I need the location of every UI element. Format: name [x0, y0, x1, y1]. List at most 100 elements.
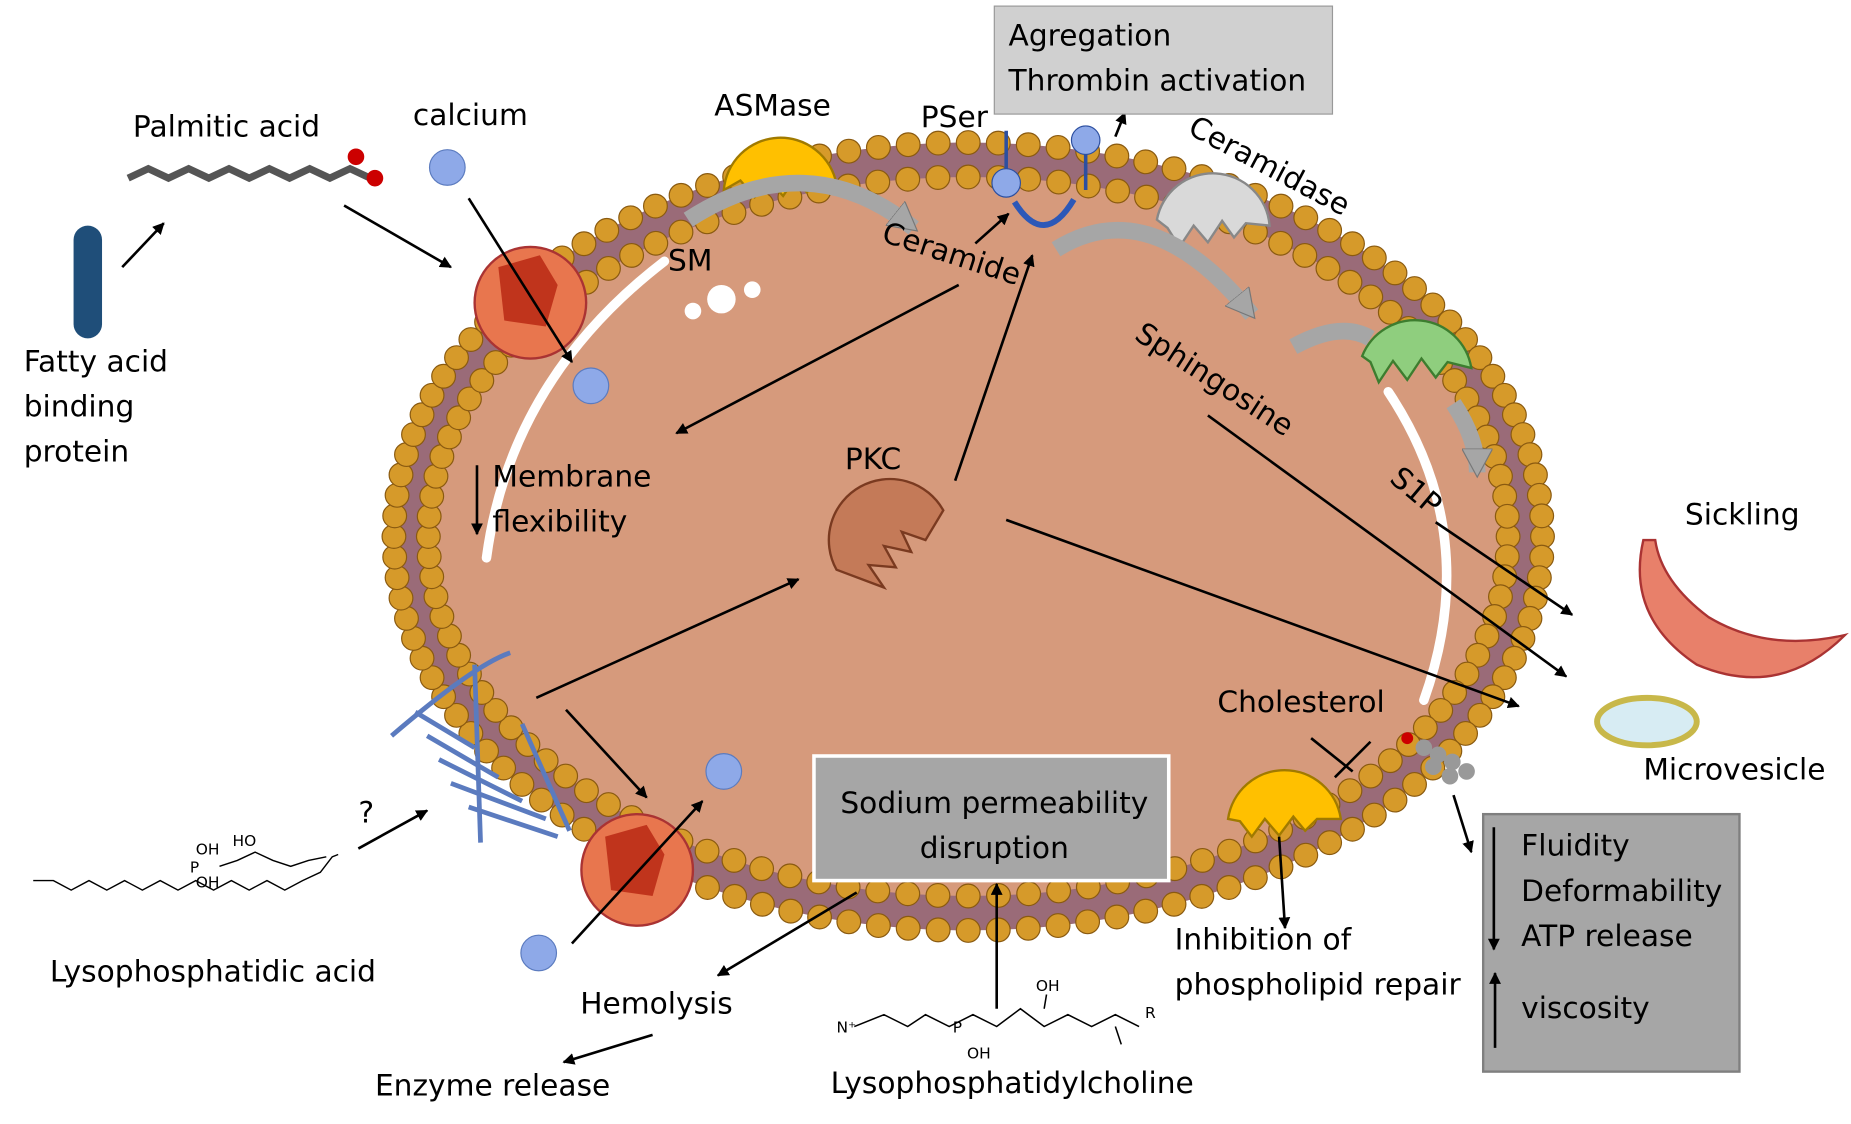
phospholipid-head [778, 898, 804, 924]
phospholipid-head [384, 565, 410, 591]
label-fabp-3: protein [24, 434, 129, 469]
phospholipid-head [528, 787, 554, 813]
phospholipid-head [1337, 269, 1363, 295]
phospholipid-head [895, 166, 921, 192]
phospholipid-head [384, 482, 410, 508]
arrow-receptor-to-pkc [535, 578, 800, 700]
arrow-enzyme-to-inhibition [1277, 836, 1291, 930]
phospholipid-head [1491, 665, 1517, 691]
label-sickling: Sickling [1685, 497, 1800, 532]
ceramidase-conversion-arrow [1051, 221, 1259, 320]
lpa-oh-2: OH [196, 874, 220, 892]
phospholipid-head [1442, 680, 1468, 705]
phospholipid-head [643, 230, 669, 256]
phospholipid-head [1075, 909, 1101, 935]
phospholipid-head [1358, 284, 1384, 310]
phospholipid-head [865, 878, 891, 904]
arrow-ceramide-to-membrane [675, 283, 960, 435]
thrombin-text: Thrombin activation [1008, 62, 1307, 97]
phospholipid-head [574, 778, 599, 804]
phospholipid-head [1161, 891, 1187, 917]
lpc-n: N⁺ [837, 1018, 857, 1036]
phospholipid-head [1046, 169, 1072, 195]
phospholipid-head [1494, 503, 1520, 529]
phospholipid-head [1420, 292, 1446, 318]
arrow-calcium-influx [467, 197, 574, 364]
arrow-cholesterol-to-effects [1452, 794, 1474, 854]
phospholipid-head [419, 382, 445, 408]
lpc-oh: OH [1036, 977, 1060, 995]
phospholipid-head [1382, 787, 1408, 813]
lpc-p: P [953, 1018, 962, 1036]
phospholipid-head [1045, 134, 1071, 160]
phospholipid-head [1428, 697, 1454, 723]
phospholipid-head [955, 883, 981, 909]
phospholipid-head [1104, 143, 1130, 169]
phospholipid-head [985, 130, 1011, 156]
label-inhibition-1: Inhibition of [1175, 921, 1352, 956]
effect-viscosity: viscosity [1521, 990, 1650, 1025]
phospholipid-head [721, 847, 747, 873]
phospholipid-head [1216, 838, 1242, 864]
label-asmase: ASMase [714, 87, 831, 122]
label-fabp-2: binding [24, 389, 135, 424]
phospholipid-head [1015, 915, 1041, 941]
phospholipid-head [1491, 382, 1517, 408]
phospholipid-head [456, 386, 482, 412]
pser-molecules [991, 125, 1101, 228]
cytoplasm [428, 176, 1509, 897]
phospholipid-head [986, 882, 1011, 908]
phospholipid-head [1189, 847, 1215, 873]
lpa-receptor [390, 650, 572, 843]
pkc-enzyme [827, 477, 945, 590]
phospholipid-head [596, 792, 621, 818]
phospholipid-head [1046, 878, 1072, 904]
phospholipid-head [1104, 904, 1130, 930]
arrow-fabp-to-palmitic [121, 222, 165, 269]
label-membrane-2: flexibility [492, 504, 627, 539]
phospholipid-head [1529, 503, 1555, 529]
phospholipid-head [694, 838, 720, 864]
phospholipid-head [571, 231, 597, 257]
phospholipid-head [865, 169, 891, 195]
phospholipid-head [469, 368, 495, 393]
phospholipid-head [1402, 276, 1427, 302]
lpc-structure [854, 994, 1140, 1045]
arrow-sodium-to-hemolysis [716, 891, 858, 977]
phospholipid-head [553, 763, 579, 789]
phospholipid-head [509, 771, 535, 797]
phospholipid-head [594, 217, 620, 243]
vesicle [684, 302, 702, 320]
arrow-pser-to-aggregation [1114, 111, 1127, 138]
sphingosine-kinase-enzyme [1360, 318, 1473, 385]
label-membrane-1: Membrane [492, 459, 651, 494]
aggregation-text: Agregation [1009, 17, 1172, 52]
aggregation-box: Agregation Thrombin activation [993, 5, 1334, 115]
label-lpa: Lysophosphatidic acid [50, 953, 376, 988]
fatty-acid-binding-protein-shape [73, 225, 103, 339]
phospholipid-head [444, 345, 469, 371]
effect-atp-release: ATP release [1521, 918, 1693, 953]
phospholipid-head [1467, 702, 1493, 728]
calcium-ions [428, 149, 743, 972]
label-microvesicle: Microvesicle [1643, 752, 1825, 787]
phospholipid-head [483, 350, 509, 376]
phospholipid-head [925, 130, 951, 156]
lpc-oh-2: OH [967, 1045, 991, 1063]
phospholipid-head [955, 917, 981, 943]
inhibition-bar [1333, 740, 1372, 779]
palmitic-acid-molecule [126, 148, 384, 187]
arrow-sphingosine-to-microvesicle [1207, 414, 1568, 678]
phospholipid-head [749, 856, 775, 882]
phospholipid-head [1293, 842, 1319, 868]
arrow-receptor-to-channel [565, 708, 648, 799]
phospholipid-head [925, 917, 951, 943]
phospholipid-head [1133, 898, 1159, 924]
phospholipid-head [1293, 205, 1319, 231]
phospholipid-head [474, 738, 500, 764]
phospholipid-head [1501, 645, 1527, 671]
vesicle [707, 284, 736, 314]
phospholipid-head [1337, 778, 1363, 804]
phospholipid-head [1133, 149, 1159, 175]
effects-box: Fluidity Deformability ATP release visco… [1481, 812, 1741, 1073]
